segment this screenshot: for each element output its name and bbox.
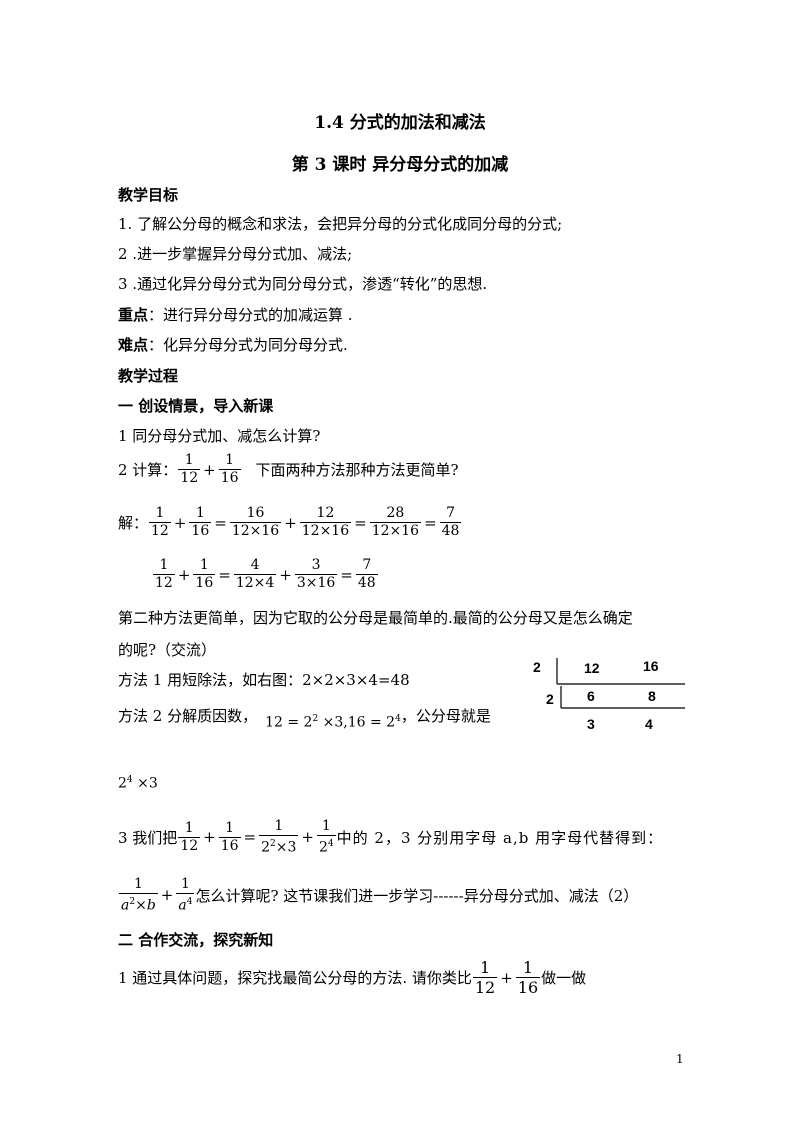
method-2: 方法 2 分解质因数， 12 = 22 ×3,16 = 24 ，公分母就是 bbox=[118, 700, 491, 731]
quotient: 4 bbox=[645, 716, 653, 732]
page-number: 1 bbox=[676, 1052, 684, 1066]
item-3-suffix: 中的 2，3 分别用字母 a,b 用字母代替得到： bbox=[336, 828, 664, 847]
divisor: 2 bbox=[546, 691, 554, 707]
process-heading: 教学过程 bbox=[118, 367, 179, 385]
item-3-cont-text: 怎么计算呢? 这节课我们进一步学习------异分母分式加、减法（2） bbox=[195, 886, 639, 905]
page-title: 1.4 分式的加法和减法 bbox=[314, 113, 486, 133]
key-text: ：进行异分母分式的加减运算 . bbox=[148, 306, 353, 324]
dividend: 16 bbox=[643, 658, 659, 674]
quotient: 3 bbox=[587, 716, 595, 732]
goal-2: 2 .进一步掌握异分母分式加、减法; bbox=[118, 245, 353, 263]
section1-heading: 一 创设情景，导入新课 bbox=[118, 397, 274, 415]
question-2-suffix: 下面两种方法那种方法更简单? bbox=[255, 461, 459, 479]
goals-heading: 教学目标 bbox=[118, 186, 179, 204]
solution-label: 解： bbox=[118, 514, 149, 532]
short-division-lines bbox=[556, 658, 685, 709]
short-division-diagram: 2 12 16 2 6 8 3 4 bbox=[525, 650, 690, 740]
hard-point: 难点：化异分母分式为同分母分式. bbox=[118, 335, 348, 355]
method-2-suffix: ，公分母就是 bbox=[400, 706, 491, 725]
dividend: 12 bbox=[584, 660, 600, 676]
question-1: 1 同分母分式加、减怎么计算? bbox=[118, 427, 321, 445]
key-point: 重点：进行异分母分式的加减运算 . bbox=[118, 305, 353, 325]
question-2-prefix: 2 计算： bbox=[118, 461, 178, 479]
method-1: 方法 1 用短除法，如右图：2×2×3×4=48 bbox=[118, 671, 410, 689]
method-2-prefix: 方法 2 分解质因数， bbox=[118, 706, 258, 725]
page-subtitle: 第 3 课时 异分母分式的加减 bbox=[291, 155, 509, 175]
divisor: 2 bbox=[533, 659, 541, 675]
paragraph-simpler-cont: 的呢?（交流） bbox=[118, 641, 217, 659]
quotient: 6 bbox=[587, 688, 595, 704]
paragraph-simpler: 第二种方法更简单，因为它取的公分母是最简单的.最简的公分母又是怎么确定 bbox=[118, 609, 633, 627]
quotient: 8 bbox=[648, 688, 656, 704]
item-3-prefix: 3 我们把 bbox=[118, 828, 178, 847]
factorization-formula: 12 = 22 ×3,16 = 24 bbox=[265, 714, 401, 731]
key-label: 重点 bbox=[118, 306, 149, 324]
goal-3: 3 .通过化异分母分式为同分母分式，渗透“转化”的思想. bbox=[118, 275, 488, 293]
section2-item-1-prefix: 1 通过具体问题，探究找最简公分母的方法. 请你类比 bbox=[118, 969, 472, 987]
hard-text: ：化异分母分式为同分母分式. bbox=[148, 336, 348, 354]
common-denominator-result: 24 ×3 bbox=[118, 775, 158, 792]
goal-1: 1. 了解公分母的概念和求法，会把异分母的分式化成同分母的分式; bbox=[118, 215, 563, 233]
hard-label: 难点 bbox=[118, 336, 149, 354]
section2-item-1-suffix: 做一做 bbox=[541, 969, 587, 987]
section2-heading: 二 合作交流，探究新知 bbox=[118, 931, 274, 949]
